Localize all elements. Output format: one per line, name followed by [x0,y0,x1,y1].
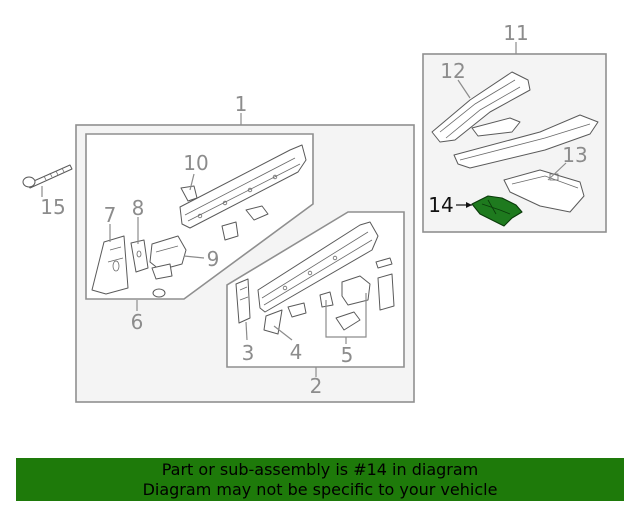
callout-7: 7 [104,203,117,227]
callout-8: 8 [132,196,145,220]
part-2-rail[interactable] [257,221,379,313]
callout-13: 13 [562,143,587,167]
callout-3: 3 [242,341,255,365]
callout-1: 1 [235,92,248,116]
part-5-brackets[interactable] [319,257,395,331]
callout-9: 9 [207,247,220,271]
part-3-panel[interactable] [235,278,251,324]
part-9-bracket[interactable] [149,235,187,280]
footer-banner: Part or sub-assembly is #14 in diagram D… [16,458,624,501]
part-10-rail[interactable] [179,144,307,241]
part-7-bracket[interactable] [91,235,129,295]
callout-6: 6 [131,310,144,334]
callout-14: 14 [428,193,453,217]
callout-10: 10 [183,151,208,175]
rail-lower [453,114,599,169]
part-14-highlighted[interactable] [471,195,523,227]
callouts: 1 11 12 13 14 15 10 7 8 9 6 3 4 5 2 [40,21,587,398]
banner-line-1: Part or sub-assembly is #14 in diagram [161,460,479,479]
part-12-rail[interactable] [431,71,531,143]
part-15-bolt[interactable] [22,164,73,189]
callout-2: 2 [310,374,323,398]
callout-12: 12 [440,59,465,83]
callout-4: 4 [290,340,303,364]
callout-5: 5 [341,343,354,367]
leader-lines [41,42,567,377]
part-8-bracket[interactable] [130,239,149,273]
callout-11: 11 [503,21,528,45]
parts-diagram: 1 11 12 13 14 15 10 7 8 9 6 3 4 5 2 [22,21,607,403]
callout-15: 15 [40,195,65,219]
nut [152,288,166,298]
banner-line-2: Diagram may not be specific to your vehi… [142,480,498,499]
part-13-member[interactable] [503,169,585,213]
